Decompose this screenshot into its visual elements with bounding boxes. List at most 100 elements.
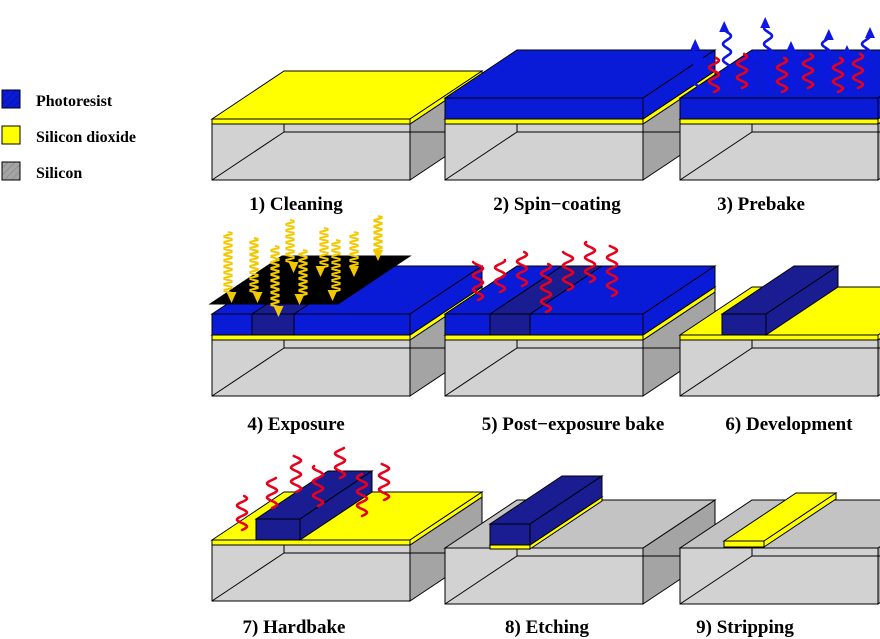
vapor-arrow (789, 48, 801, 96)
photoresist-line-side (765, 265, 839, 336)
oxide-layer-side (409, 491, 483, 546)
oxide-layer-front (444, 334, 644, 341)
silicon-dioxide-swatch (1, 125, 21, 145)
vapor-arrow-head (786, 41, 796, 52)
heat-wave (311, 464, 325, 508)
silicon-inner-edge (444, 131, 518, 181)
uv-light-arrow (319, 226, 329, 270)
step-8-caption: 8) Etching (505, 617, 589, 638)
oxide-layer-front (211, 118, 411, 125)
legend-label-photoresist: Photoresist (36, 93, 113, 110)
step-3-prebake-illustration (678, 17, 880, 181)
oxide-line-front (489, 544, 531, 550)
uv-light-arrow-head (373, 250, 383, 261)
silicon-inner-edge (679, 555, 753, 605)
step-1-cleaning-illustration (210, 70, 484, 181)
uv-light-arrow (249, 236, 259, 295)
step-6-caption: 6) Development (725, 414, 853, 435)
uv-light-arrow (331, 238, 341, 294)
step-9-stripping-illustration (678, 492, 880, 605)
step-7-hardbake-illustration (210, 446, 484, 602)
legend-item-photoresist: Photoresist (1, 89, 113, 110)
vapor-arrow (692, 46, 704, 96)
step-7-caption: 7) Hardbake (243, 617, 346, 638)
step-6-development-illustration (678, 265, 880, 397)
photoresist-line-side (299, 470, 373, 541)
silicon-inner-edge (444, 555, 518, 605)
photoresist-swatch (1, 89, 21, 109)
legend-label-silicon: Silicon (36, 165, 82, 182)
uv-light-arrow (298, 248, 308, 298)
vapor-arrow-head (690, 39, 701, 50)
vapor-arrow (841, 52, 853, 96)
step-9-caption: 9) Stripping (696, 617, 794, 638)
heat-wave (377, 462, 391, 502)
oxide-layer-front (211, 539, 411, 546)
heat-wave (265, 476, 279, 510)
heat-wave (831, 56, 845, 94)
heat-wave (471, 260, 485, 302)
vapor-arrow-head (842, 45, 852, 56)
oxide-line-side (763, 492, 837, 548)
vapor-arrow (820, 36, 832, 90)
heat-wave (775, 56, 789, 94)
uv-light-arrow-head (315, 266, 326, 277)
step-2-caption: 2) Spin−coating (493, 194, 621, 215)
photoresist-layer-side (409, 265, 483, 336)
vapor-arrow-head (760, 17, 771, 28)
photoresist-line-side (529, 475, 603, 546)
photoresist-line-front (721, 313, 767, 336)
legend-label-silicon-dioxide: Silicon dioxide (36, 129, 136, 146)
step-1-caption: 1) Cleaning (249, 194, 343, 215)
heat-wave (801, 52, 815, 90)
vapor-arrow-head (750, 49, 760, 60)
uv-light-arrow (349, 230, 359, 270)
exposed-region-front (489, 313, 531, 336)
uv-light-arrow-head (349, 266, 359, 277)
legend-item-silicon-dioxide: Silicon dioxide (1, 125, 136, 146)
heat-wave (735, 52, 749, 90)
heat-wave (561, 250, 575, 292)
uv-light-arrow-head (226, 292, 237, 303)
vapor-arrow (745, 56, 757, 96)
heat-wave (851, 52, 865, 90)
silicon-inner-edge (211, 347, 285, 397)
step-4-exposure-illustration (208, 214, 484, 397)
step-5-caption: 5) Post−exposure bake (482, 414, 665, 435)
exposed-region-front (251, 313, 295, 336)
heat-wave (707, 56, 721, 94)
vapor-arrow (860, 34, 872, 90)
uv-light-arrow (285, 218, 295, 265)
uv-light-arrow-head (288, 262, 299, 273)
vapor-arrow-head (823, 29, 834, 40)
step-5-post-exposure-bake-illustration (443, 240, 717, 397)
silicon-swatch (1, 161, 21, 181)
oxide-layer-front (211, 334, 411, 341)
uv-light-arrow (223, 230, 233, 295)
oxide-layer-front (679, 118, 879, 125)
uv-light-arrow-head (294, 294, 305, 305)
oxide-line-front (723, 540, 765, 548)
heat-wave (515, 250, 529, 288)
photoresist-layer-side (642, 265, 716, 336)
uv-light-arrow-head (327, 290, 338, 301)
legend-item-silicon: Silicon (1, 161, 82, 182)
photoresist-line-front (255, 518, 301, 541)
step-3-caption: 3) Prebake (717, 194, 805, 215)
vapor-arrow-head (865, 27, 875, 38)
step-8-etching-illustration (443, 475, 717, 605)
heat-wave (493, 258, 507, 294)
photoresist-line-front (489, 523, 531, 546)
vapor-arrow (721, 28, 733, 90)
silicon-inner-edge (211, 552, 285, 602)
heat-wave (583, 240, 597, 284)
step-4-caption: 4) Exposure (247, 414, 344, 435)
silicon-inner-edge (679, 131, 753, 181)
silicon-inner-edge (211, 131, 285, 181)
uv-light-arrow-head (252, 292, 263, 303)
vapor-arrow-head (719, 21, 730, 32)
uv-light-arrow (270, 244, 280, 309)
uv-light-arrow-head (273, 306, 284, 317)
photoresist-layer-front (211, 313, 411, 336)
